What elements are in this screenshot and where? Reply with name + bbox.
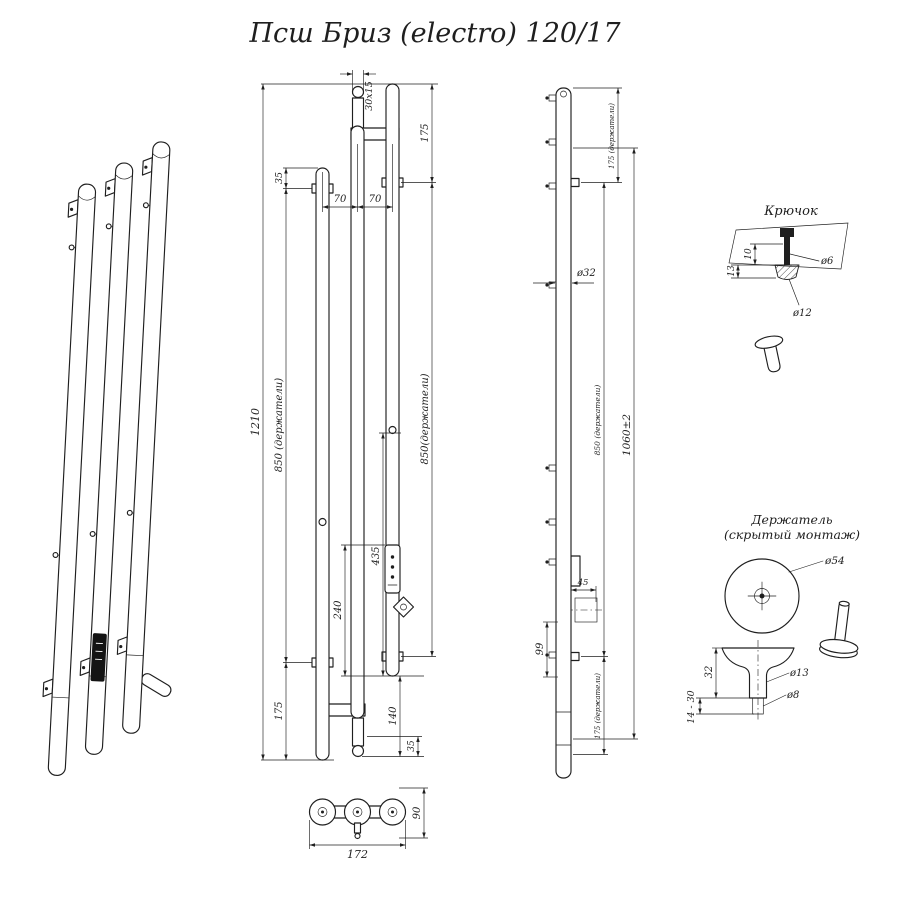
- side-dim-1060: 1060±2: [621, 414, 633, 457]
- front-dim-30x15: 30х15: [364, 81, 375, 111]
- hook-3d-sketch: [754, 335, 784, 373]
- holder-side-view: [696, 640, 795, 722]
- front-dim-850-left: 850 (держатели): [274, 378, 285, 472]
- product-sticker: [90, 633, 107, 682]
- front-dim-175-top: 175: [420, 123, 431, 142]
- front-dim-70-left: 70: [334, 194, 347, 205]
- holder-dim-diameter-54: ø54: [824, 555, 845, 567]
- side-tube: [555, 87, 572, 779]
- perspective-outlet-pipe: [140, 673, 172, 697]
- side-holders: [566, 177, 603, 662]
- hook-dim-diameter-6: ø6: [820, 256, 834, 267]
- power-entry-diamond: [392, 596, 415, 618]
- side-view: ø32 175 (держатели) 850 (держатели) 1060…: [533, 87, 638, 779]
- hook-dim-10: 10: [744, 248, 754, 260]
- front-extension-lines: [261, 70, 438, 761]
- front-dimension-lines: [261, 72, 434, 761]
- holder-detail-label-line2: (скрытый монтаж): [724, 527, 860, 542]
- hook-detail-dimensions: [731, 243, 820, 306]
- side-dim-99: 99: [535, 642, 546, 655]
- front-dim-435: 435: [371, 546, 382, 566]
- holder-dim-14-30: 14 - 30: [686, 690, 697, 723]
- top-view-tubes: [308, 798, 407, 840]
- front-dim-1210: 1210: [249, 408, 262, 436]
- front-dim-35-bottom: 35: [407, 740, 417, 752]
- holder-dim-diameter-13: ø13: [789, 668, 809, 679]
- holder-detail: Держатель (скрытый монтаж) ø54 32 14 - 3…: [686, 512, 860, 724]
- front-dim-35-top: 35: [274, 172, 285, 184]
- holder-3d-sketch: [818, 600, 859, 659]
- holder-dim-32: 32: [704, 666, 715, 679]
- side-dim-diameter-32: ø32: [576, 268, 596, 279]
- front-dim-240: 240: [333, 600, 344, 621]
- controller-unit: [384, 544, 401, 594]
- top-view: 172 90: [308, 787, 428, 861]
- holder-dim-diameter-8: ø8: [786, 690, 799, 701]
- hook-detail-label: Крючок: [763, 204, 818, 219]
- hook-dim-13: 13: [727, 265, 737, 277]
- front-view: 1210 35 850 (держатели) 175 175 850(держ…: [249, 70, 438, 761]
- side-dim-45: 45: [577, 578, 589, 588]
- side-dimensions: [533, 87, 638, 755]
- hook-detail: Крючок 10 13 ø6 ø12: [727, 204, 849, 373]
- front-dim-140: 140: [388, 706, 399, 726]
- side-dim-175-top: 175 (держатели): [608, 103, 616, 169]
- front-dim-175-bottom: 175: [274, 701, 285, 720]
- top-view-dimensions: [309, 787, 428, 849]
- page-title: Псш Бриз (electro) 120/17: [248, 18, 621, 49]
- perspective-tubes: [47, 141, 171, 776]
- wall-section: [728, 222, 849, 270]
- side-dim-175-bottom: 175 (держатели): [594, 673, 602, 739]
- front-dim-850-right: 850(держатели): [420, 373, 431, 464]
- top-dim-172: 172: [347, 848, 368, 861]
- holder-front-view: [724, 558, 824, 634]
- side-hooks: [545, 94, 557, 659]
- holder-detail-label-line1: Держатель: [750, 512, 832, 527]
- side-dim-850: 850 (держатели): [593, 385, 602, 456]
- top-dim-90: 90: [412, 806, 423, 819]
- perspective-view: [42, 141, 172, 776]
- hook-dim-diameter-12: ø12: [792, 308, 812, 319]
- hook-section: [774, 228, 800, 280]
- front-dim-70-right: 70: [369, 194, 382, 205]
- front-tubes: [315, 83, 400, 761]
